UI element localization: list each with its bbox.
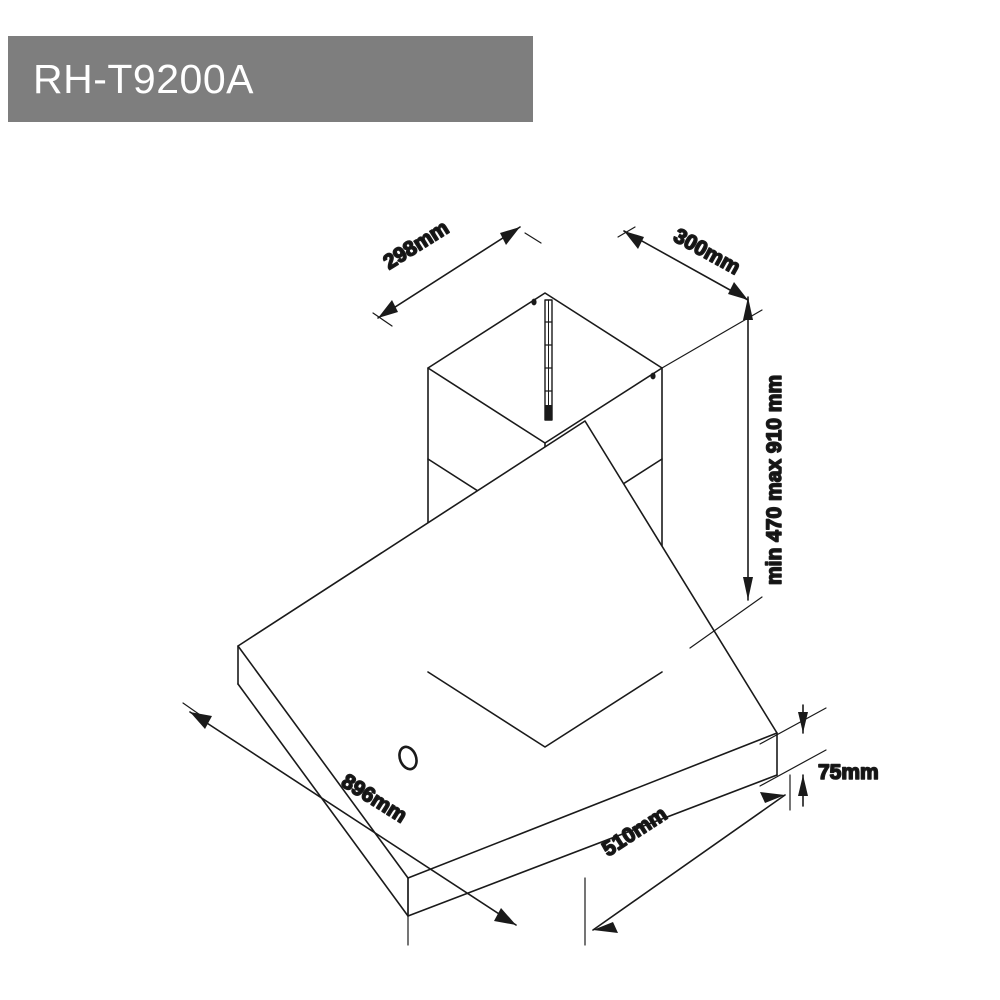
dim-896-line (189, 711, 517, 926)
dim-label-298mm: 298mm (379, 216, 453, 274)
dim-height-ext-bottom (689, 596, 763, 649)
dim-298-arrow-left (378, 300, 398, 318)
dim-300-arrow-left (624, 231, 644, 249)
dim-298-line (377, 226, 521, 319)
mounting-bracket (544, 299, 553, 421)
dim-298-ext-right (524, 232, 542, 244)
title-banner: RH-T9200A (8, 36, 533, 122)
dimension-510mm (584, 774, 791, 946)
dim-298-arrow-right (500, 227, 520, 245)
model-title: RH-T9200A (33, 55, 254, 102)
dimension-300mm (617, 226, 749, 301)
dim-height-arrow-bottom (743, 577, 753, 600)
dimension-896mm (182, 702, 517, 946)
dim-75-arrow-top (798, 712, 808, 733)
dim-510-arrow-right (760, 792, 785, 803)
dim-75-ext-bottom (759, 749, 827, 787)
dim-300-line (623, 230, 749, 301)
dim-300-arrow-right (728, 282, 748, 300)
control-knob-icon[interactable] (396, 744, 419, 771)
dim-height-arrow-top (743, 297, 753, 320)
dim-75-ext-top (759, 707, 827, 745)
screw-hole-icon (531, 298, 537, 306)
canopy-bottom-left-edge (237, 683, 409, 917)
dimension-chimney-height (661, 296, 763, 649)
dim-300-ext-left (617, 226, 636, 238)
dim-75-arrow-bottom (798, 775, 808, 796)
dim-298-ext-left (372, 312, 393, 327)
canopy-chimney-intersection (427, 671, 663, 748)
dim-896-arrow-right (494, 908, 516, 925)
screw-hole-icon (650, 372, 656, 380)
dim-label-75mm: 75mm (818, 761, 879, 784)
canopy-top-face (237, 420, 778, 879)
dim-896-arrow-left (190, 712, 212, 729)
canopy (237, 420, 778, 917)
dimension-75mm (759, 704, 827, 807)
dim-510-line (592, 794, 786, 931)
dim-896-ext-left (182, 702, 204, 718)
dim-510-arrow-left (593, 922, 618, 933)
dim-height-ext-top (661, 309, 763, 369)
bracket-foot (545, 405, 552, 420)
dim-label-510mm: 510mm (598, 802, 671, 861)
dimension-298mm (372, 226, 542, 327)
canopy-bottom-front-edge (407, 774, 778, 917)
dim-label-300mm: 300mm (670, 224, 744, 279)
dim-label-chimney-height: min 470 max 910 mm (763, 375, 786, 585)
